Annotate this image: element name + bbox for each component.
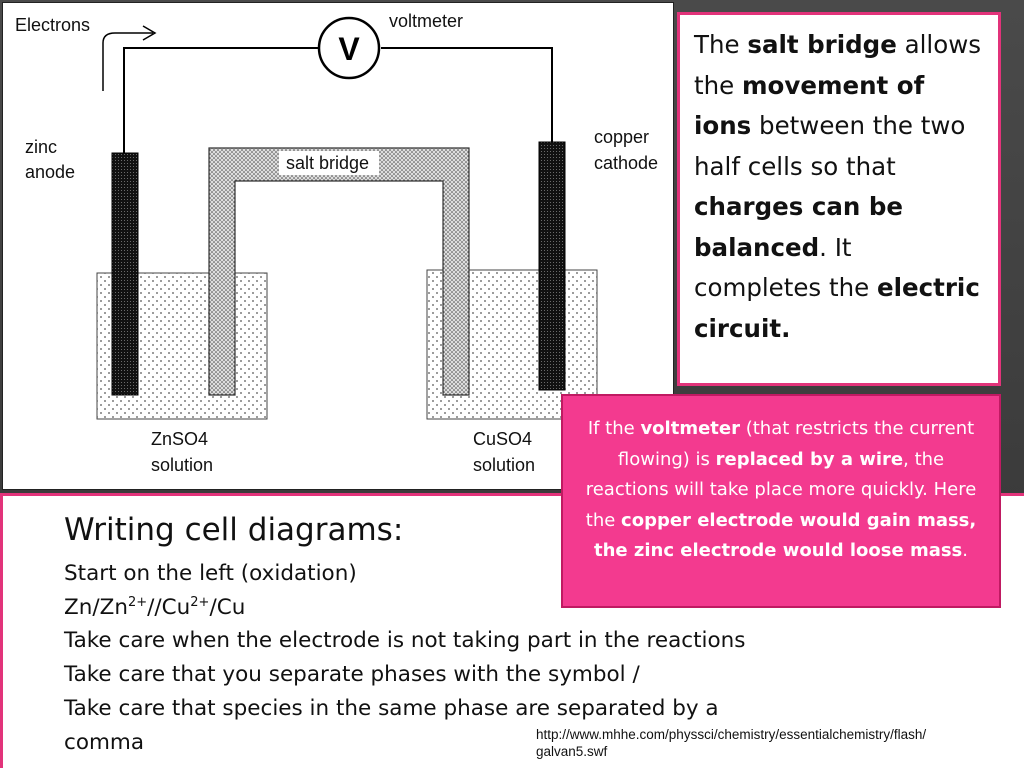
salt-bridge-tube <box>208 147 470 396</box>
voltmeter-label: voltmeter <box>389 11 463 31</box>
copper-electrode <box>538 141 566 391</box>
copper-cathode-label: copper <box>594 127 649 147</box>
electrochemical-cell-diagram: Electrons voltmeter V zinc anode copper … <box>2 2 674 490</box>
right-solution-label-2: solution <box>473 455 535 475</box>
voltmeter-explanation: If the voltmeter (that restricts the cur… <box>561 394 1001 608</box>
source-link[interactable]: http://www.mhhe.com/physsci/chemistry/es… <box>536 727 927 759</box>
copper-cathode-label-2: cathode <box>594 153 658 173</box>
salt-bridge-explanation: The salt bridge allows the movement of i… <box>677 12 1001 386</box>
note-line-comma: comma <box>64 730 145 755</box>
note-line-oxidation: Start on the left (oxidation) <box>64 561 357 586</box>
salt-bridge-label: salt bridge <box>286 153 369 173</box>
left-solution-label-2: solution <box>151 455 213 475</box>
notes-title: Writing cell diagrams: <box>64 512 404 548</box>
zinc-electrode <box>111 152 139 396</box>
note-line-phases: Take care that you separate phases with … <box>64 662 640 687</box>
right-solution-label: CuSO4 <box>473 429 532 449</box>
left-solution-label: ZnSO4 <box>151 429 208 449</box>
zinc-anode-label: zinc <box>25 137 57 157</box>
voltmeter-circle <box>317 16 381 80</box>
zinc-anode-label-2: anode <box>25 162 75 182</box>
electron-flow-arrow <box>102 32 153 91</box>
cell-formula: Zn/Zn2+//Cu2+/Cu <box>64 595 246 621</box>
note-line-electrode: Take care when the electrode is not taki… <box>64 628 746 653</box>
note-line-species: Take care that species in the same phase… <box>64 696 719 721</box>
electrons-label: Electrons <box>15 15 90 35</box>
voltmeter-symbol: V <box>338 31 360 67</box>
